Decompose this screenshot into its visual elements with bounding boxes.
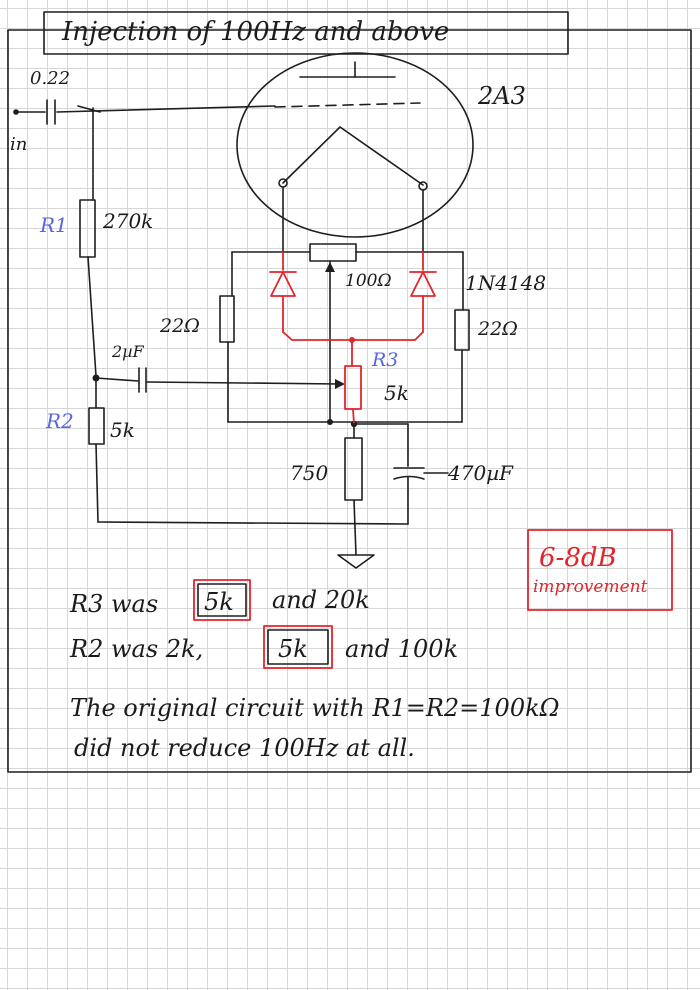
hum-pot-arrow bbox=[325, 262, 335, 272]
ground-icon bbox=[337, 554, 375, 569]
r2-value: 5k bbox=[110, 418, 135, 442]
coupling-cap-value: 2µF bbox=[111, 342, 145, 361]
r3-resistor bbox=[344, 365, 362, 410]
note-r3-box-inner bbox=[197, 583, 247, 617]
r2-ref: R2 bbox=[45, 409, 74, 433]
diode-label: 1N4148 bbox=[465, 271, 546, 295]
r1-ref: R1 bbox=[39, 213, 68, 237]
note-r3-prefix: R3 was bbox=[69, 590, 158, 618]
page-title: Injection of 100Hz and above bbox=[61, 17, 449, 47]
r3-bottom-wire bbox=[352, 408, 355, 425]
grid-wire-step bbox=[77, 105, 101, 113]
page-frame bbox=[7, 29, 692, 773]
r3-value: 5k bbox=[384, 381, 409, 405]
cathode-resistor bbox=[344, 437, 363, 501]
ground-return-wire bbox=[97, 521, 409, 525]
filament-pin-right bbox=[418, 181, 428, 191]
title-box bbox=[43, 11, 569, 55]
left-22-resistor bbox=[219, 295, 235, 343]
r1-resistor bbox=[79, 199, 96, 258]
diode-right bbox=[410, 271, 436, 297]
r3-ref: R3 bbox=[371, 349, 398, 371]
r2-bottom-wire bbox=[95, 443, 99, 523]
bottom-rail-junction-left bbox=[327, 419, 333, 425]
note-r2-boxed: 5k bbox=[278, 635, 308, 663]
left-22-value: 22Ω bbox=[159, 315, 200, 337]
cathode-cap-plate-bottom bbox=[393, 475, 425, 480]
tube-envelope bbox=[236, 52, 474, 238]
note-r3-box-outer bbox=[193, 579, 251, 621]
note-r2-prefix: R2 was 2k, bbox=[69, 635, 203, 663]
input-label: in bbox=[10, 134, 27, 155]
note-r2-suffix: and 100k bbox=[345, 635, 458, 663]
improvement-box bbox=[527, 529, 673, 611]
r1-value: 270k bbox=[102, 209, 153, 233]
note-r3-suffix: and 20k bbox=[272, 586, 370, 614]
improvement-label: improvement bbox=[533, 577, 648, 597]
tube-grid bbox=[274, 102, 421, 108]
r2-resistor bbox=[88, 407, 105, 445]
summary-line-1: The original circuit with R1=R2=100kΩ bbox=[70, 694, 560, 722]
hum-pot-value: 100Ω bbox=[345, 271, 392, 291]
coupling-wire-right bbox=[146, 381, 341, 385]
right-22-resistor bbox=[454, 309, 470, 351]
cathode-res-bottom bbox=[353, 499, 357, 556]
note-r2-box-outer bbox=[263, 625, 333, 669]
improvement-value: 6-8dB bbox=[539, 543, 617, 573]
note-r2-box-inner bbox=[267, 629, 329, 665]
tube-2a3 bbox=[236, 52, 474, 238]
r3-wiper-arrow bbox=[335, 379, 345, 389]
hum-pot-body bbox=[309, 243, 357, 262]
r1-bottom-wire bbox=[87, 256, 97, 377]
r3-top-junction bbox=[349, 337, 355, 343]
coupling-wire-left bbox=[95, 377, 139, 382]
cathode-cap-value: 470µF bbox=[447, 461, 514, 485]
input-cap-value: 0.22 bbox=[30, 68, 70, 89]
note-r3-boxed: 5k bbox=[204, 588, 234, 616]
diode-left bbox=[270, 271, 296, 297]
right-22-value: 22Ω bbox=[477, 318, 518, 340]
summary-line-2: did not reduce 100Hz at all. bbox=[74, 734, 415, 762]
tube-label: 2A3 bbox=[477, 82, 526, 110]
diode-network bbox=[269, 251, 437, 425]
cathode-resistor-value: 750 bbox=[290, 461, 328, 485]
tube-filament bbox=[282, 126, 424, 186]
